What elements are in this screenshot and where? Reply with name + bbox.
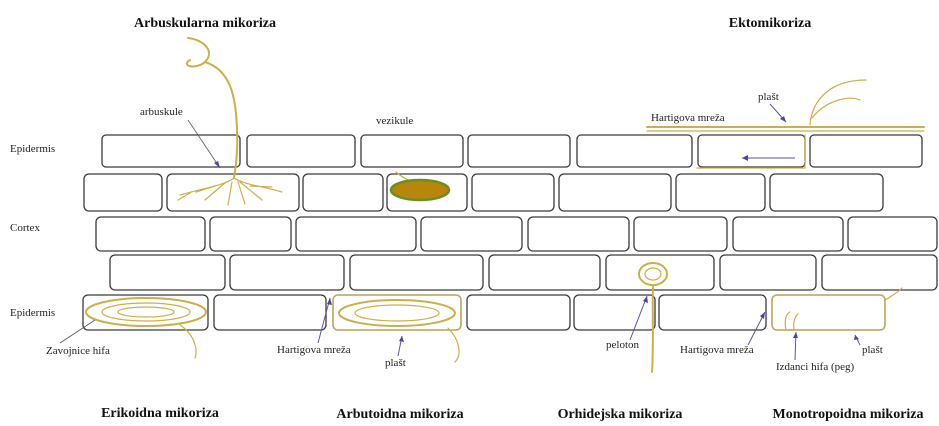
label-mantle-ecto: plašt xyxy=(758,91,779,103)
cell xyxy=(472,174,554,211)
cell xyxy=(167,174,299,211)
cell xyxy=(720,255,816,290)
cell xyxy=(467,295,570,330)
label-epidermis-bottom: Epidermis xyxy=(10,307,55,319)
label-hyphal-coils: Zavojnice hifa xyxy=(46,345,110,357)
cell xyxy=(810,135,922,167)
cell xyxy=(468,135,570,167)
cell xyxy=(659,295,766,330)
cell xyxy=(574,295,655,330)
pointer-hyphal-coils xyxy=(60,320,95,343)
cell xyxy=(96,217,205,251)
cell xyxy=(489,255,600,290)
arrowhead-icon xyxy=(854,335,859,340)
title-arbutoid: Arbutoidna mikoriza xyxy=(336,407,463,422)
cell xyxy=(559,174,671,211)
label-mantle-mono: plašt xyxy=(862,344,883,356)
title-orchid: Orhidejska mikoriza xyxy=(558,407,683,422)
title-ericoid: Erikoidna mikoriza xyxy=(101,406,219,421)
label-hartig-ecto: Hartigova mreža xyxy=(651,112,725,124)
title-arbuscular: Arbuskularna mikoriza xyxy=(134,16,276,31)
cell xyxy=(102,135,240,167)
cell xyxy=(634,217,727,251)
vesicle xyxy=(391,180,449,200)
cortex-row-1 xyxy=(84,174,883,211)
cell xyxy=(822,255,937,290)
label-vesicles: vezikule xyxy=(376,115,413,127)
cell xyxy=(733,217,843,251)
cell xyxy=(848,217,937,251)
cell xyxy=(303,174,383,211)
cell xyxy=(361,135,463,167)
arrowhead-icon xyxy=(399,336,404,342)
cell xyxy=(247,135,355,167)
cell xyxy=(296,217,416,251)
cell xyxy=(214,295,326,330)
cell xyxy=(110,255,225,290)
cortex-row-2 xyxy=(96,217,937,251)
label-hartig-mono: Hartigova mreža xyxy=(680,344,754,356)
cell xyxy=(606,255,714,290)
cell xyxy=(230,255,344,290)
cell xyxy=(676,174,765,211)
label-peloton: peloton xyxy=(606,339,639,351)
cell xyxy=(350,255,483,290)
label-arbuscules: arbuskule xyxy=(140,106,183,118)
label-cortex: Cortex xyxy=(10,222,40,234)
cell xyxy=(698,135,805,167)
cell xyxy=(577,135,692,167)
cell xyxy=(210,217,291,251)
cell xyxy=(84,174,162,211)
cell xyxy=(528,217,629,251)
label-hyphal-peg: Izdanci hifa (peg) xyxy=(776,361,855,373)
cell xyxy=(770,174,883,211)
label-mantle-arbutoid: plašt xyxy=(385,357,406,369)
label-hartig-arbutoid: Hartigova mreža xyxy=(277,344,351,356)
title-ecto: Ektomikoriza xyxy=(729,16,811,31)
arrowhead-icon xyxy=(327,298,332,305)
title-monotropoid: Monotropoidna mikoriza xyxy=(772,407,923,422)
cortex-row-3 xyxy=(110,255,937,290)
label-epidermis-top: Epidermis xyxy=(10,143,55,155)
epidermis-top-row xyxy=(102,135,922,167)
cell xyxy=(421,217,522,251)
